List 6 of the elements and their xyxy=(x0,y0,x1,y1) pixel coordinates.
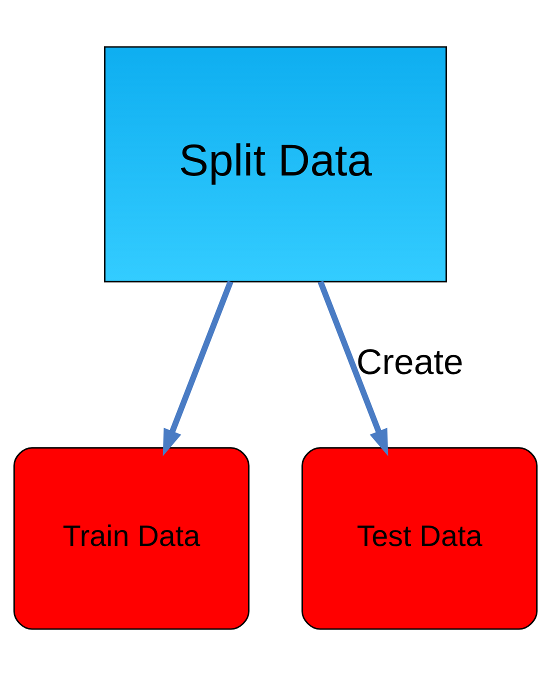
node-box: Train Data xyxy=(13,446,250,630)
edge-label: Create xyxy=(356,341,464,382)
node-box: Test Data xyxy=(301,446,538,630)
node-box: Split Data xyxy=(104,46,448,282)
arrow xyxy=(318,280,388,456)
arrow xyxy=(162,280,234,456)
